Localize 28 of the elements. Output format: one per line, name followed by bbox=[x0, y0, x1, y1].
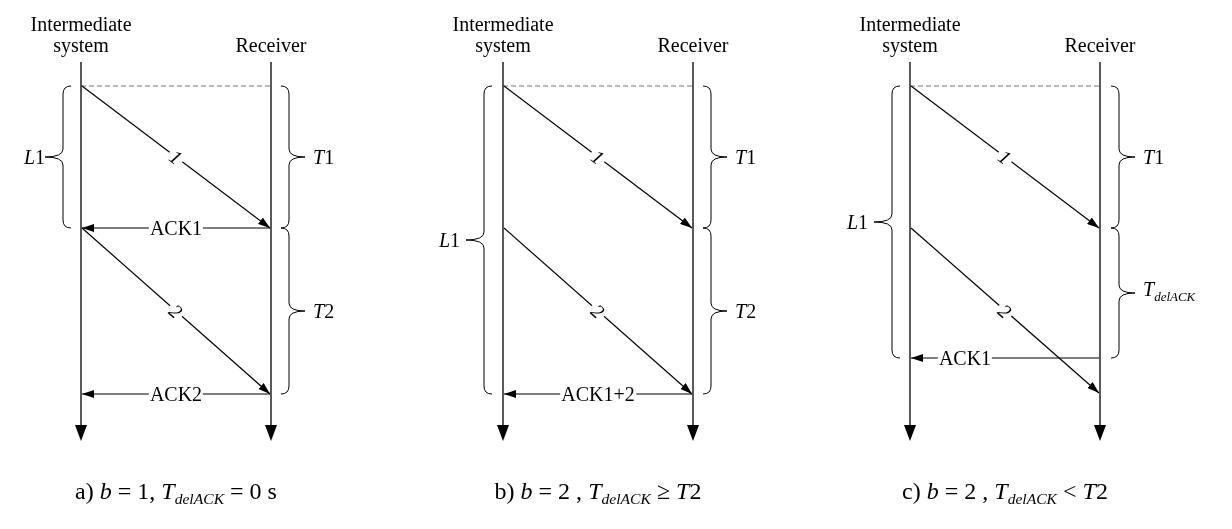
edge-label: ACK1 bbox=[937, 348, 993, 368]
message-arrow bbox=[503, 227, 693, 395]
participant-label: Receiver bbox=[656, 35, 730, 56]
interval-label: T2 bbox=[313, 300, 335, 322]
interval-label: L1 bbox=[438, 229, 460, 251]
edge-label: ACK1 bbox=[148, 218, 204, 238]
interval-label: T1 bbox=[313, 146, 335, 168]
message-arrow bbox=[910, 227, 1100, 394]
interval-label: T$_{delACK}$ bbox=[1143, 278, 1196, 306]
interval-label: T2 bbox=[735, 300, 757, 322]
interval-label: L1 bbox=[23, 146, 45, 168]
interval-label: T1 bbox=[1143, 146, 1165, 168]
participant-label: Intermediate system bbox=[858, 14, 962, 56]
participant-label: Intermediate system bbox=[451, 14, 555, 56]
message-arrow bbox=[503, 85, 693, 229]
participant-label: Receiver bbox=[234, 35, 308, 56]
edge-label: ACK1+2 bbox=[560, 384, 636, 404]
edge-label: ACK2 bbox=[148, 384, 204, 404]
participant-label: Intermediate system bbox=[29, 14, 133, 56]
panel-caption: c) b = 2 , T$_{delACK}$ < T2 bbox=[902, 476, 1108, 510]
interval-label: T1 bbox=[735, 146, 757, 168]
interval-label: L1 bbox=[846, 211, 868, 233]
panel-caption: a) b = 1, T$_{delACK}$ = 0 s bbox=[75, 476, 277, 510]
participant-label: Receiver bbox=[1063, 35, 1137, 56]
message-arrow bbox=[81, 85, 271, 229]
panel-caption: b) b = 2 , T$_{delACK}$ ≥ T2 bbox=[494, 476, 702, 510]
message-arrow bbox=[910, 85, 1100, 229]
message-arrow bbox=[81, 227, 271, 395]
